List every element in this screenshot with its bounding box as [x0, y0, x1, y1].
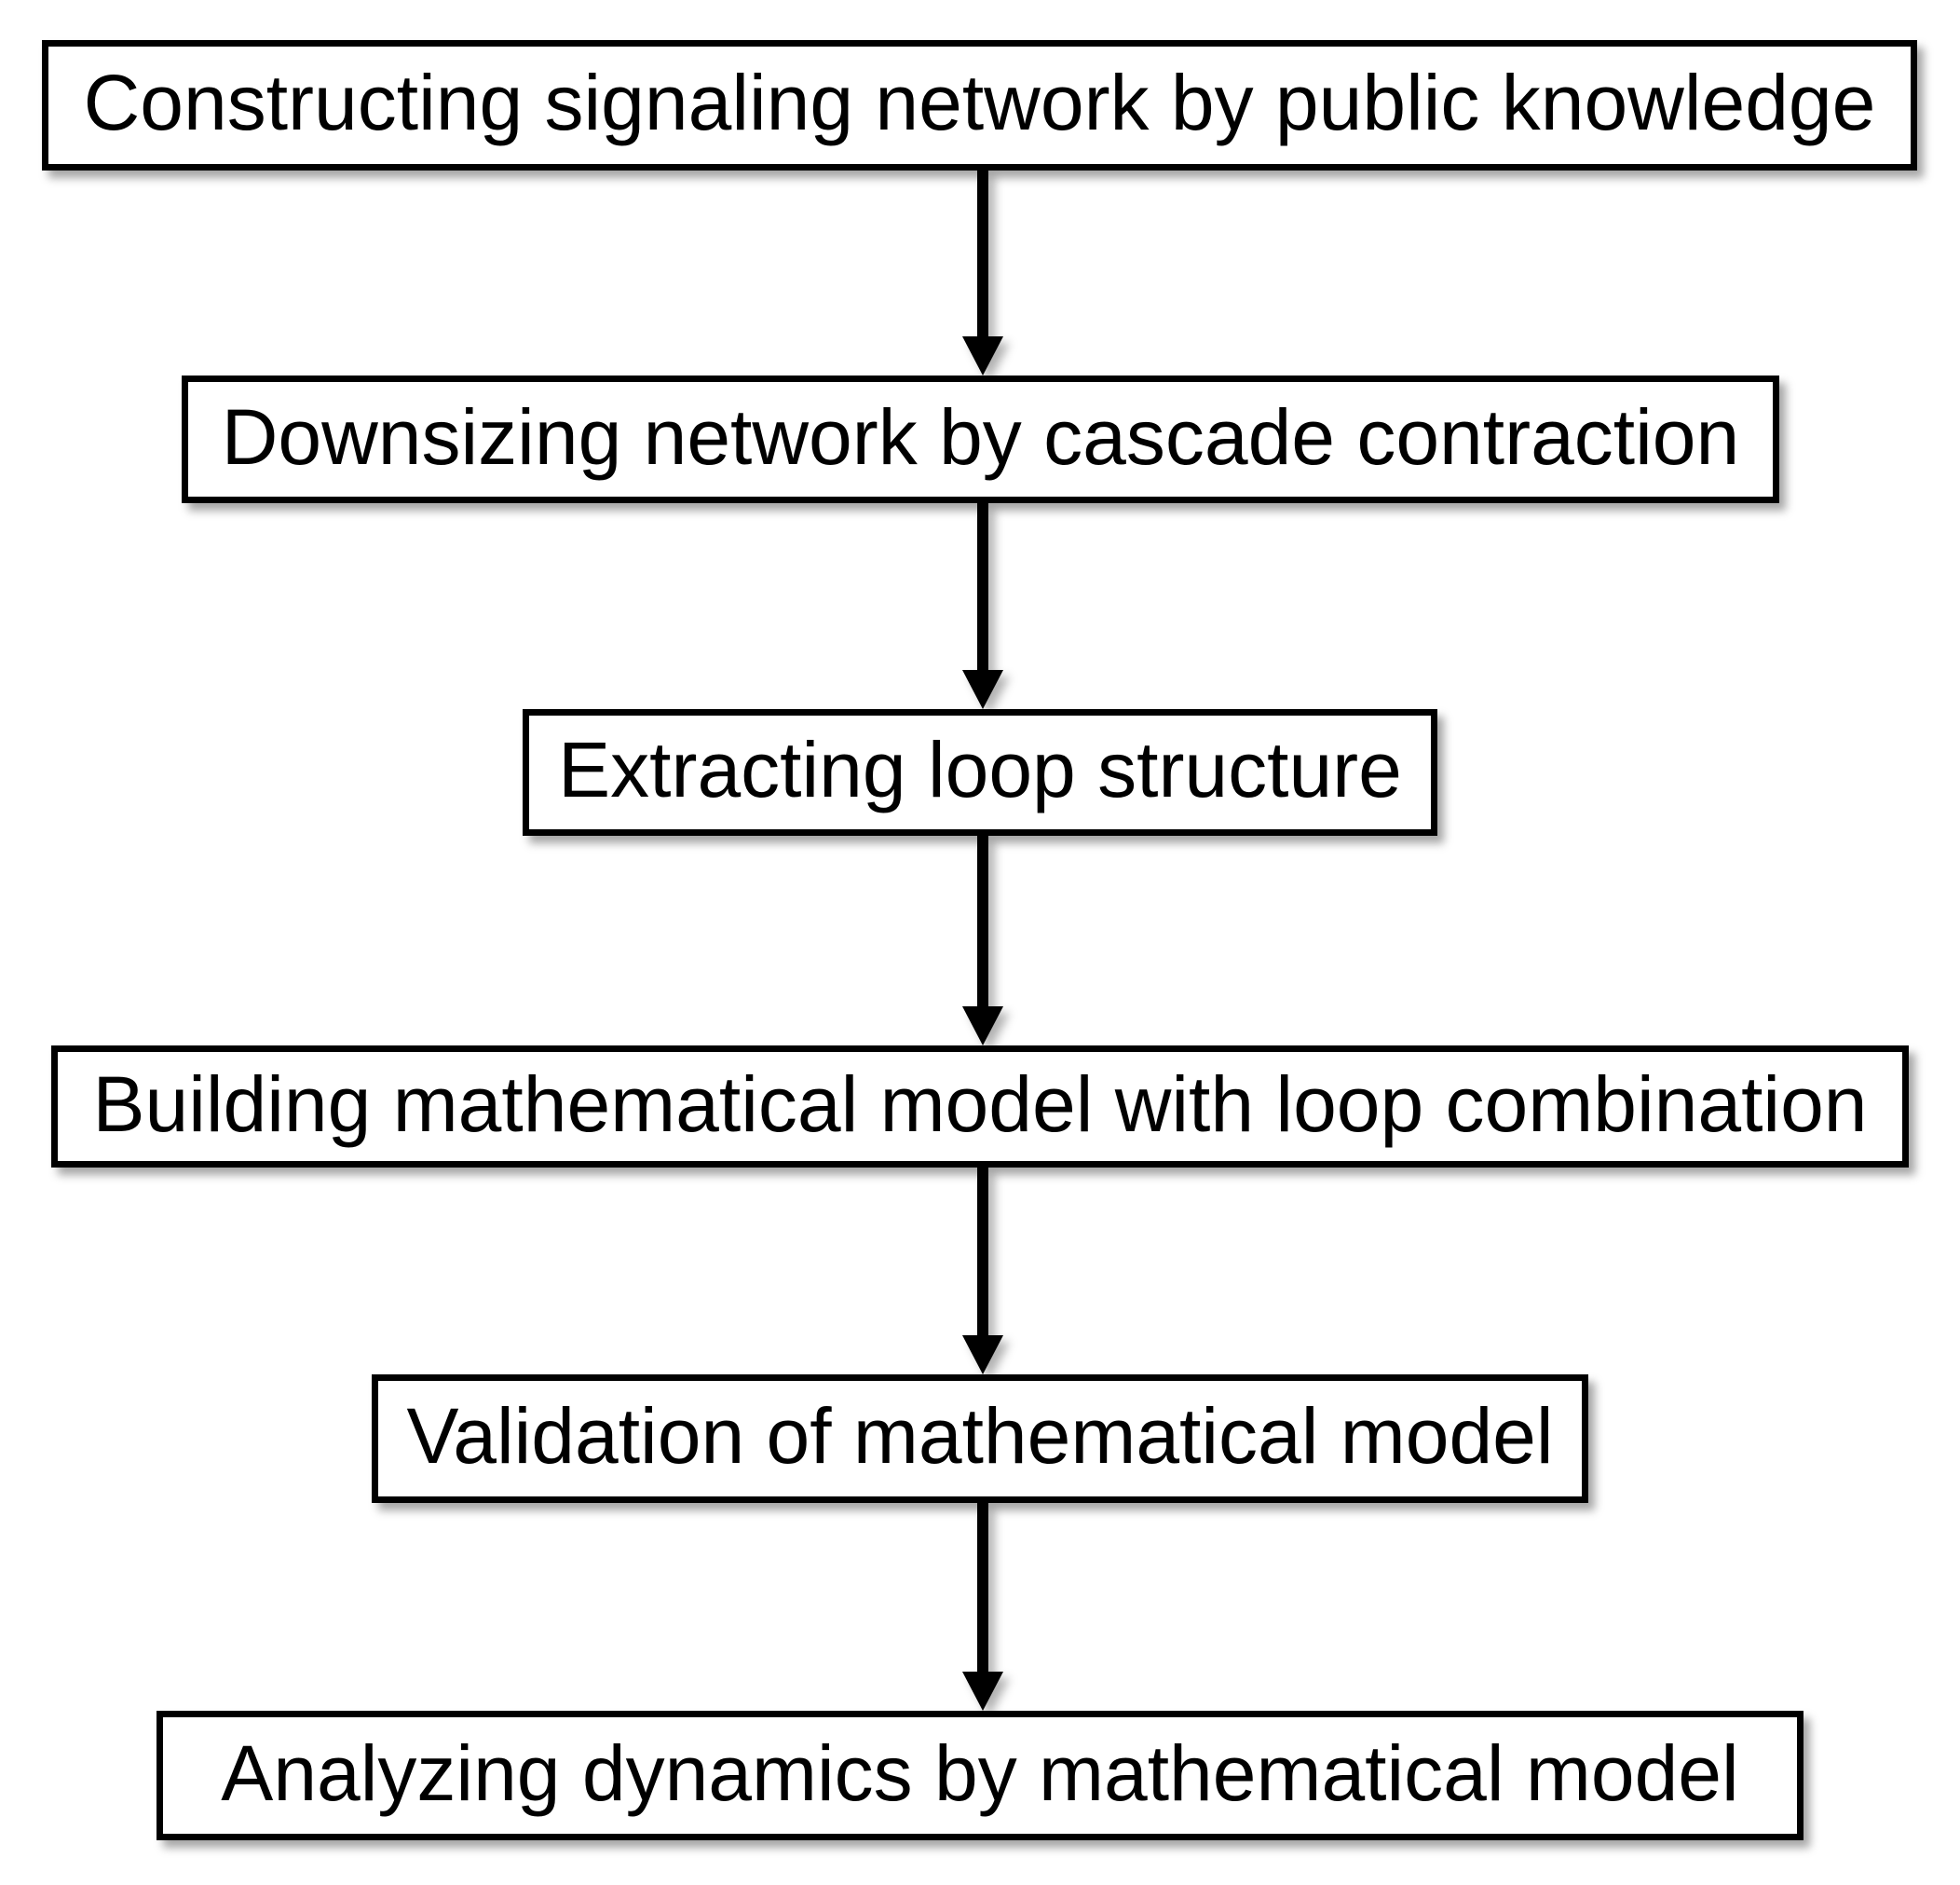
flow-arrow-3 [962, 836, 1003, 1045]
arrowhead-down-icon [962, 336, 1003, 376]
arrowhead-down-icon [962, 1335, 1003, 1374]
flow-step-label: Constructing signaling network by public… [83, 59, 1876, 146]
flow-step-label: Validation of mathematical model [406, 1392, 1554, 1480]
arrowhead-down-icon [962, 1006, 1003, 1045]
flow-step-label: Extracting loop structure [558, 726, 1402, 813]
flow-step-analyzing-dynamics: Analyzing dynamics by mathematical model [157, 1711, 1803, 1840]
flow-arrow-1 [962, 171, 1003, 376]
arrowhead-down-icon [962, 670, 1003, 709]
flow-arrow-5 [962, 1503, 1003, 1711]
flow-arrow-2 [962, 503, 1003, 709]
arrow-line [977, 1168, 988, 1339]
flow-step-label: Analyzing dynamics by mathematical model [221, 1728, 1739, 1817]
flow-step-downsizing-network: Downsizing network by cascade contractio… [182, 376, 1779, 503]
flow-step-label: Building mathematical model with loop co… [92, 1059, 1868, 1148]
flow-step-constructing-network: Constructing signaling network by public… [42, 40, 1917, 171]
flow-step-validating-model: Validation of mathematical model [372, 1374, 1588, 1503]
arrow-line [977, 503, 988, 674]
flow-arrow-4 [962, 1168, 1003, 1374]
arrowhead-down-icon [962, 1672, 1003, 1711]
arrow-line [977, 1503, 988, 1675]
flow-step-extracting-loops: Extracting loop structure [523, 709, 1437, 836]
flow-step-label: Downsizing network by cascade contractio… [221, 392, 1740, 481]
arrow-line [977, 836, 988, 1010]
arrow-line [977, 171, 988, 340]
flow-step-building-model: Building mathematical model with loop co… [51, 1045, 1909, 1168]
